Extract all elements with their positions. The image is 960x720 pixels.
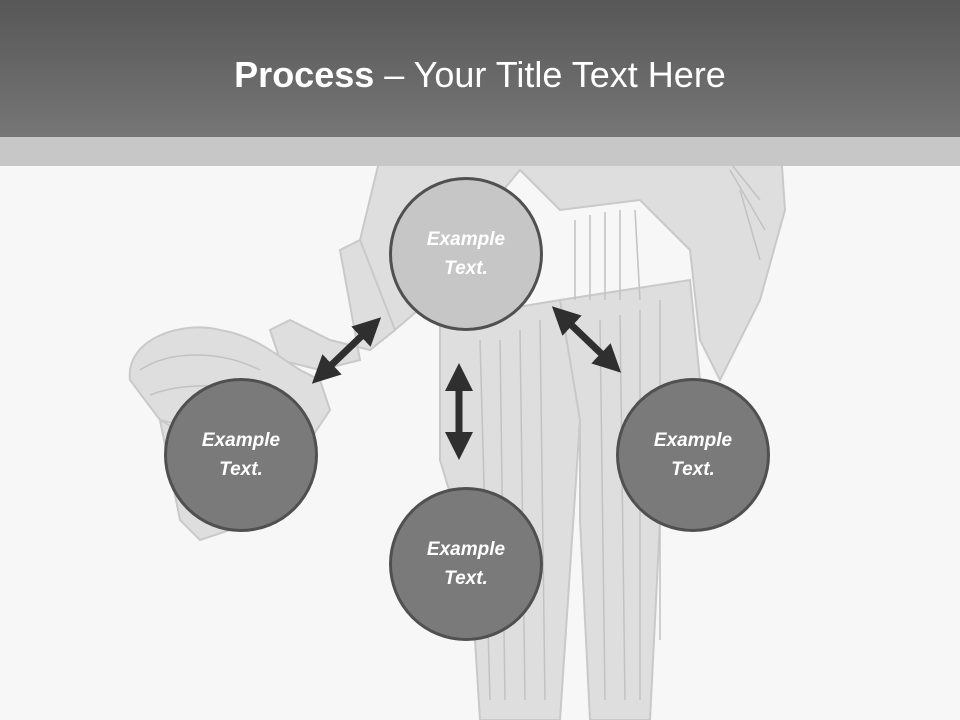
node-top-line1: Example xyxy=(426,229,506,250)
node-top-line2: Text. xyxy=(444,258,488,279)
node-bottom-line2: Text. xyxy=(444,568,488,589)
title-bar-stripe xyxy=(0,137,960,166)
arrow-top-right xyxy=(551,306,622,373)
node-right-line2: Text. xyxy=(671,459,715,480)
node-left-line1: Example xyxy=(201,430,281,451)
page-title: Process – Your Title Text Here xyxy=(0,50,960,100)
title-rest: – Your Title Text Here xyxy=(374,54,726,95)
title-bar xyxy=(0,0,960,137)
title-bold: Process xyxy=(234,54,375,95)
node-bottom-line1: Example xyxy=(426,539,506,560)
node-right-line1: Example xyxy=(653,430,733,451)
node-left-line2: Text. xyxy=(219,459,263,480)
arrow-top-left xyxy=(311,317,382,384)
